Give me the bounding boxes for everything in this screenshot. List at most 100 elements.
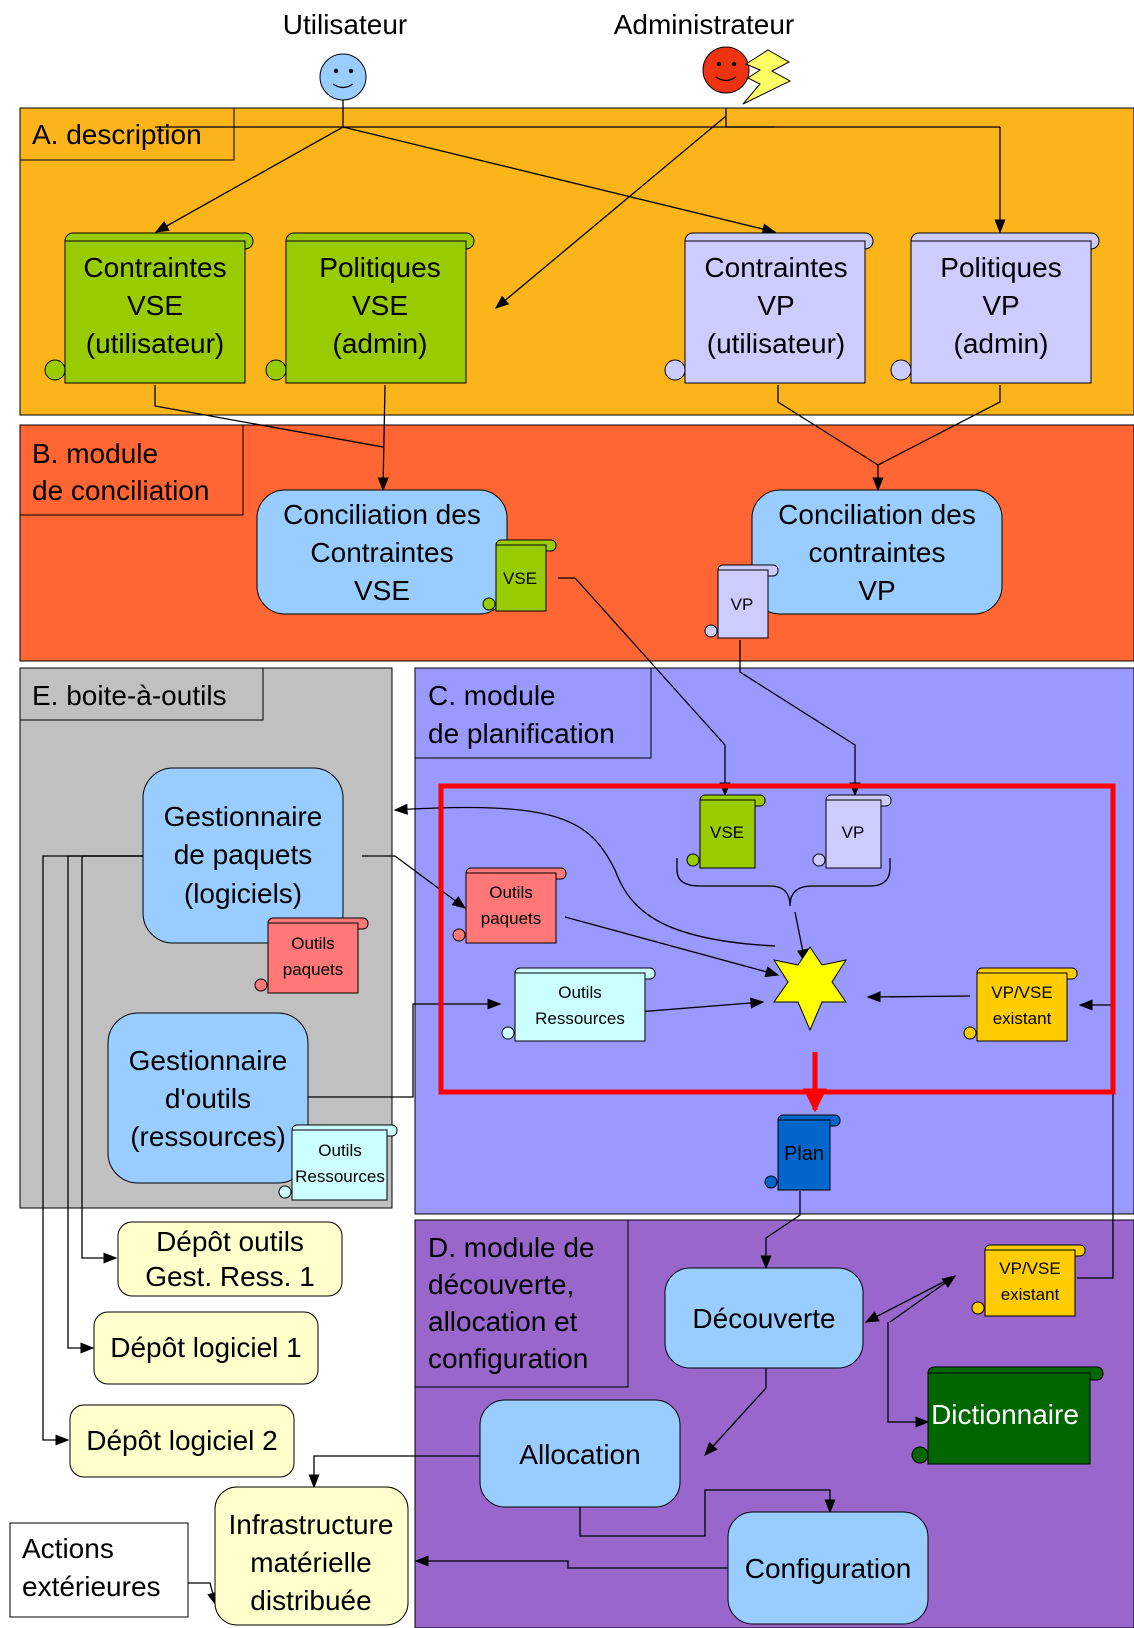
scroll-vse-small-c: VSE <box>686 794 766 869</box>
connectors <box>42 100 1114 1607</box>
svg-text:Gestionnaire: Gestionnaire <box>164 801 323 832</box>
svg-text:Politiques: Politiques <box>319 252 440 283</box>
svg-text:(ressources): (ressources) <box>130 1121 286 1152</box>
svg-text:A. description: A. description <box>32 119 202 150</box>
svg-text:Dépôt logiciel 1: Dépôt logiciel 1 <box>110 1332 301 1363</box>
planning-star-icon <box>772 946 848 1032</box>
svg-text:distribuée: distribuée <box>250 1585 371 1616</box>
svg-text:Contraintes: Contraintes <box>310 537 453 568</box>
svg-text:B. module: B. module <box>32 438 158 469</box>
svg-text:de conciliation: de conciliation <box>32 475 209 506</box>
svg-text:Outils: Outils <box>318 1141 361 1160</box>
svg-text:contraintes: contraintes <box>809 537 946 568</box>
svg-text:Administrateur: Administrateur <box>614 9 795 40</box>
allocation-node: Allocation <box>479 1399 681 1508</box>
svg-text:Actions: Actions <box>22 1533 114 1564</box>
svg-text:Allocation: Allocation <box>519 1439 640 1470</box>
actor-utilisateur: Utilisateur <box>283 9 407 101</box>
scroll-vp-small-b: VP <box>704 564 779 639</box>
svg-text:VP: VP <box>858 575 895 606</box>
section-b-label: B. module de conciliation <box>19 424 244 516</box>
svg-text:(logiciels): (logiciels) <box>184 878 302 909</box>
svg-text:VP: VP <box>731 595 754 614</box>
svg-text:allocation et: allocation et <box>428 1306 578 1337</box>
svg-text:d'outils: d'outils <box>165 1083 251 1114</box>
depot-logiciel-1-node: Dépôt logiciel 1 <box>93 1311 319 1385</box>
svg-text:de paquets: de paquets <box>174 839 313 870</box>
svg-text:Infrastructure: Infrastructure <box>229 1509 394 1540</box>
svg-text:(utilisateur): (utilisateur) <box>86 328 224 359</box>
svg-text:Politiques: Politiques <box>940 252 1061 283</box>
svg-text:Gest. Ress. 1: Gest. Ress. 1 <box>145 1261 315 1292</box>
svg-text:VSE: VSE <box>352 290 408 321</box>
depot-outils-node: Dépôt outils Gest. Ress. 1 <box>117 1221 343 1297</box>
svg-text:E. boite-à-outils: E. boite-à-outils <box>32 680 227 711</box>
infrastructure-node: Infrastructure matérielle distribuée <box>214 1486 409 1626</box>
conciliation-vp-node: Conciliation des contraintes VP <box>751 489 1003 615</box>
gestionnaire-outils-node: Gestionnaire d'outils (ressources) <box>107 1012 309 1184</box>
svg-text:extérieures: extérieures <box>22 1571 161 1602</box>
scroll-vp-vse-existant-c: VP/VSE existant <box>963 967 1078 1042</box>
lightning-icon <box>742 49 792 105</box>
svg-text:VSE: VSE <box>503 569 537 588</box>
scroll-dictionnaire: Dictionnaire <box>911 1366 1104 1465</box>
svg-text:VP: VP <box>982 290 1019 321</box>
svg-text:VP: VP <box>842 823 865 842</box>
svg-text:Outils: Outils <box>558 983 601 1002</box>
svg-text:Conciliation des: Conciliation des <box>283 499 481 530</box>
svg-text:Ressources: Ressources <box>535 1009 625 1028</box>
svg-text:(utilisateur): (utilisateur) <box>707 328 845 359</box>
admin-smiley-icon <box>702 46 750 94</box>
svg-text:Dictionnaire: Dictionnaire <box>931 1399 1079 1430</box>
scroll-contraintes-vp: Contraintes VP (utilisateur) <box>664 232 874 384</box>
svg-text:VP/VSE: VP/VSE <box>999 1259 1060 1278</box>
decouverte-node: Découverte <box>664 1267 864 1369</box>
scroll-vse-small-b: VSE <box>482 539 557 612</box>
svg-text:découverte,: découverte, <box>428 1269 574 1300</box>
svg-text:Gestionnaire: Gestionnaire <box>129 1045 288 1076</box>
scroll-politiques-vse: Politiques VSE (admin) <box>265 232 475 384</box>
scroll-vp-small-c: VP <box>812 794 892 869</box>
svg-text:paquets: paquets <box>283 960 344 979</box>
svg-text:Contraintes: Contraintes <box>704 252 847 283</box>
svg-text:Outils: Outils <box>291 934 334 953</box>
gestionnaire-paquets-node: Gestionnaire de paquets (logiciels) <box>142 767 344 944</box>
svg-text:VSE: VSE <box>127 290 183 321</box>
section-d-label: D. module de découverte, allocation et c… <box>414 1219 629 1388</box>
svg-text:existant: existant <box>993 1009 1052 1028</box>
svg-text:Dépôt outils: Dépôt outils <box>156 1226 304 1257</box>
svg-text:Découverte: Découverte <box>692 1303 835 1334</box>
svg-text:VP/VSE: VP/VSE <box>991 983 1052 1002</box>
scroll-politiques-vp: Politiques VP (admin) <box>890 232 1100 384</box>
actions-exterieures-box: Actions extérieures <box>9 1522 189 1618</box>
user-smiley-icon <box>319 53 367 101</box>
svg-text:(admin): (admin) <box>954 328 1049 359</box>
svg-text:C. module: C. module <box>428 680 556 711</box>
scroll-contraintes-vse: Contraintes VSE (utilisateur) <box>44 232 254 384</box>
svg-text:Utilisateur: Utilisateur <box>283 9 407 40</box>
svg-text:VSE: VSE <box>710 823 744 842</box>
svg-text:Contraintes: Contraintes <box>83 252 226 283</box>
conciliation-vse-node: Conciliation des Contraintes VSE <box>256 489 508 615</box>
svg-text:Configuration: Configuration <box>745 1553 912 1584</box>
svg-text:VSE: VSE <box>354 575 410 606</box>
scroll-plan: Plan <box>764 1114 841 1191</box>
svg-text:paquets: paquets <box>481 909 542 928</box>
scroll-outils-paquets-e: Outils paquets <box>254 917 369 994</box>
scroll-outils-ressources-e: Outils Ressources <box>278 1124 398 1201</box>
svg-text:VP: VP <box>757 290 794 321</box>
svg-text:D. module de: D. module de <box>428 1232 595 1263</box>
planning-highlight-frame <box>438 783 1116 1095</box>
section-e-label: E. boite-à-outils <box>19 667 264 721</box>
svg-text:Conciliation des: Conciliation des <box>778 499 976 530</box>
svg-text:(admin): (admin) <box>333 328 428 359</box>
section-c-label: C. module de planification <box>414 667 652 759</box>
svg-text:Outils: Outils <box>489 883 532 902</box>
depot-logiciel-2-node: Dépôt logiciel 2 <box>69 1404 295 1478</box>
svg-text:matérielle: matérielle <box>250 1547 371 1578</box>
svg-text:configuration: configuration <box>428 1343 588 1374</box>
svg-text:Plan: Plan <box>784 1143 824 1165</box>
svg-text:Dépôt logiciel 2: Dépôt logiciel 2 <box>86 1425 277 1456</box>
actor-administrateur: Administrateur <box>614 9 795 105</box>
